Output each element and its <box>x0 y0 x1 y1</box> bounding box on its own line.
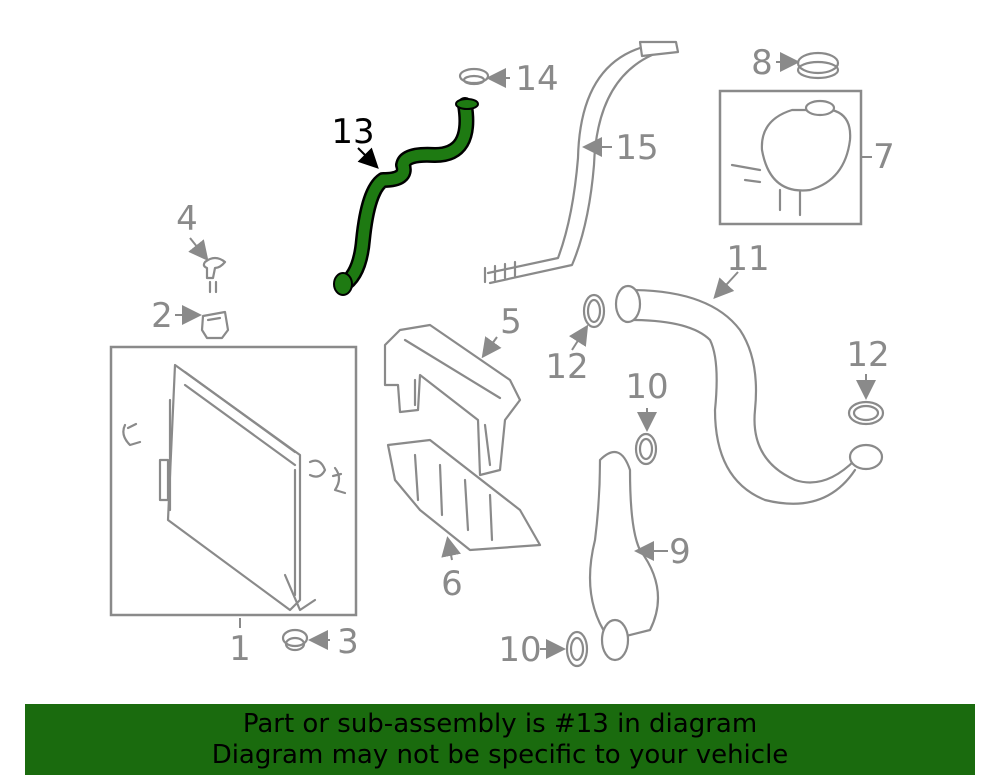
grommet-part <box>281 628 309 652</box>
callout-14: 14 <box>515 59 558 99</box>
bracket-part <box>200 310 230 340</box>
shroud-upper <box>383 323 522 477</box>
coolant-pipe-15 <box>483 40 680 285</box>
callout-11: 11 <box>726 239 769 279</box>
callout-10-upper: 10 <box>625 367 668 407</box>
o-ring-10-lower <box>565 630 589 668</box>
radiator-assembly <box>109 345 358 617</box>
callout-1: 1 <box>229 629 251 669</box>
o-ring-12-right <box>847 400 885 426</box>
callout-10-lower: 10 <box>498 630 541 670</box>
parts-diagram: 1 2 4 3 5 6 7 8 <box>109 40 895 670</box>
callout-2: 2 <box>151 296 173 336</box>
o-ring-10-upper <box>634 432 658 466</box>
callout-7: 7 <box>873 137 895 177</box>
callout-13: 13 <box>331 112 374 152</box>
info-banner: Part or sub-assembly is #13 in diagram D… <box>25 704 975 775</box>
charge-pipe-11 <box>614 284 884 505</box>
callout-4: 4 <box>176 199 198 239</box>
callout-12-left: 12 <box>545 347 588 387</box>
banner-line-2: Diagram may not be specific to your vehi… <box>211 739 789 770</box>
clip-part <box>202 256 227 294</box>
callout-9: 9 <box>669 532 691 572</box>
callout-3: 3 <box>337 622 359 662</box>
banner-line-1: Part or sub-assembly is #13 in diagram <box>242 708 758 739</box>
hose-13-highlighted <box>333 97 479 296</box>
callout-15: 15 <box>615 128 658 168</box>
hose-9 <box>588 450 660 662</box>
callout-6: 6 <box>441 564 463 604</box>
tank-cap <box>796 51 840 80</box>
expansion-tank <box>718 89 863 226</box>
callout-8: 8 <box>751 43 773 83</box>
o-ring-12-left <box>582 293 606 329</box>
hose-clamp-14 <box>458 67 490 86</box>
callout-5: 5 <box>500 302 522 342</box>
shroud-lower <box>386 438 542 552</box>
callout-12-right: 12 <box>846 335 889 375</box>
